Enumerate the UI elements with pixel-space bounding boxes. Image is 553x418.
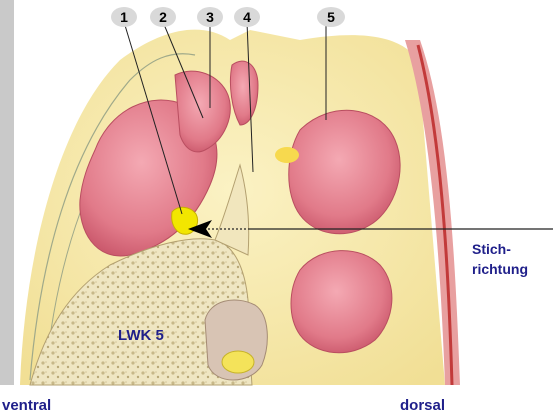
- marker-5: 5: [317, 7, 345, 27]
- marker-1-label: 1: [120, 9, 128, 25]
- direction-label-line2: richtung: [472, 261, 528, 277]
- fat-spot: [275, 147, 299, 163]
- marker-3-label: 3: [206, 9, 214, 25]
- marker-5-label: 5: [327, 9, 335, 25]
- ventral-label: ventral: [2, 397, 51, 413]
- vertebra-label: LWK 5: [118, 327, 164, 344]
- left-edge-bar: [0, 0, 14, 385]
- dorsal-label: dorsal: [400, 397, 445, 413]
- multifidus-muscle: [291, 251, 392, 353]
- marker-4: 4: [234, 7, 260, 27]
- marker-2-label: 2: [159, 9, 167, 25]
- marker-2: 2: [150, 7, 176, 27]
- marker-4-label: 4: [243, 9, 251, 25]
- direction-label-line1: Stich-: [472, 241, 511, 257]
- spinal-cord: [222, 351, 254, 373]
- marker-1: 1: [111, 7, 137, 27]
- marker-3: 3: [197, 7, 223, 27]
